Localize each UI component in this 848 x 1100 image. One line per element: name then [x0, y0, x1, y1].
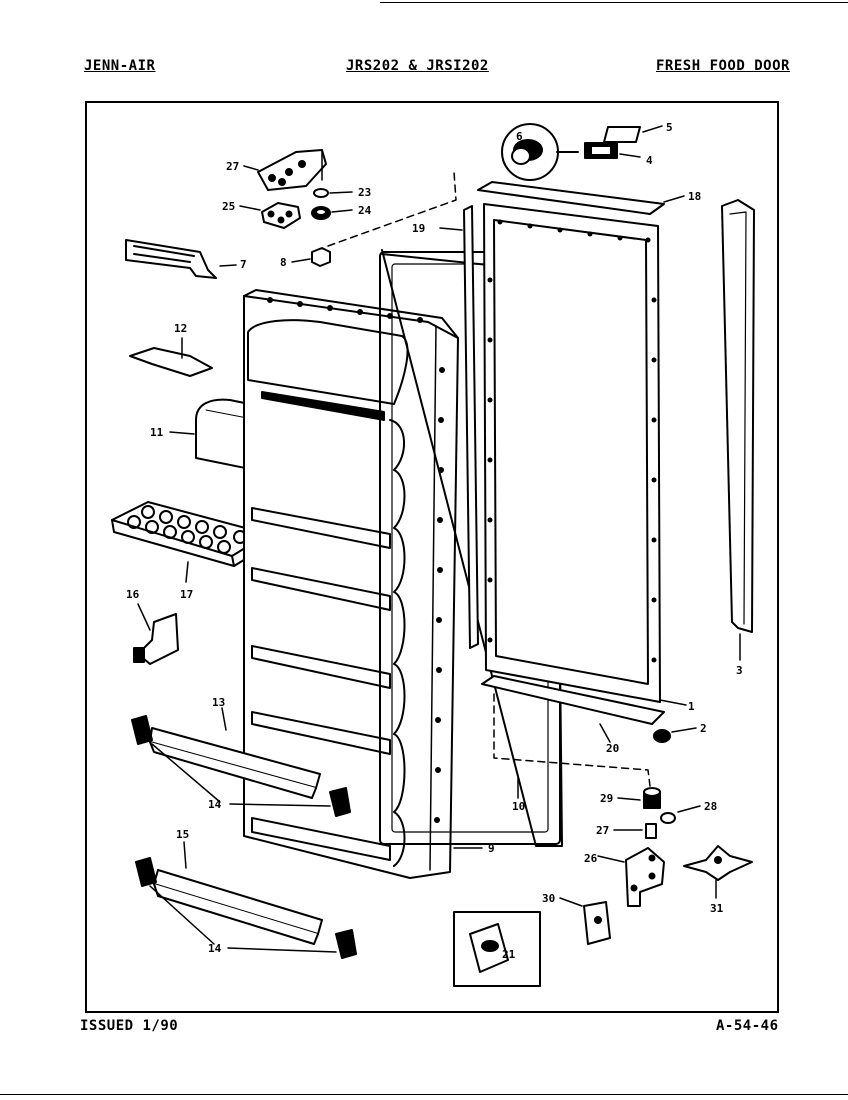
- part-number-label: 21: [502, 948, 516, 961]
- part-number-label: 18: [688, 190, 701, 203]
- model-numbers: JRS202 & JRSI202: [346, 58, 489, 74]
- part-number-label: 27: [226, 160, 239, 173]
- part-number-label: 23: [358, 186, 371, 199]
- part-outer-door-panel: [483, 203, 687, 706]
- part-number-label: 27: [596, 824, 609, 837]
- part-number-label: 2: [700, 722, 707, 735]
- part-number-label: 26: [584, 852, 598, 865]
- part-number-label: 20: [606, 742, 619, 755]
- part-number-label: 3: [736, 664, 743, 677]
- issue-date: ISSUED 1/90: [80, 1018, 179, 1034]
- part-number-label: 17: [180, 588, 193, 601]
- part-door-stop: [125, 239, 237, 279]
- part-light-assembly: [501, 123, 579, 181]
- part-number-label: 19: [412, 222, 425, 235]
- part-hinge-shim: [559, 897, 611, 945]
- part-clip: [129, 337, 213, 377]
- part-lower-door-shelf: [135, 841, 357, 959]
- part-number-label: 10: [512, 800, 525, 813]
- part-switch: [584, 142, 641, 159]
- part-plug: [653, 727, 697, 743]
- part-number-label: 8: [280, 256, 287, 269]
- hinge-pin-guide-line: [327, 171, 457, 247]
- part-number-label: 24: [358, 204, 372, 217]
- part-bottom-cap: [481, 675, 665, 743]
- part-nut: [311, 206, 353, 220]
- part-number-label: 13: [212, 696, 225, 709]
- part-number-label: 5: [666, 121, 673, 134]
- page-code: A-54-46: [716, 1018, 779, 1034]
- part-number-label: 14: [208, 798, 222, 811]
- part-top-cap: [477, 181, 685, 215]
- top-rule: [380, 2, 848, 3]
- part-number-label: 14: [208, 942, 222, 955]
- brand-label: JENN-AIR: [84, 58, 156, 74]
- part-door-strip: [439, 205, 479, 649]
- part-number-label: 30: [542, 892, 555, 905]
- part-top-hinge: [243, 149, 327, 191]
- part-hinge-plate: [239, 202, 301, 229]
- part-number-label: 15: [176, 828, 189, 841]
- part-number-label: 12: [174, 322, 187, 335]
- part-door-liner: [243, 289, 483, 879]
- part-number-label: 28: [704, 800, 717, 813]
- part-number-label: 29: [600, 792, 613, 805]
- part-bottom-bushing: [617, 787, 661, 809]
- part-upper-door-shelf: [131, 707, 351, 817]
- part-number-label: 7: [240, 258, 247, 271]
- part-number-label: 31: [710, 902, 724, 915]
- part-number-label: 4: [646, 154, 653, 167]
- part-number-label: 11: [150, 426, 164, 439]
- part-number-label: 6: [516, 130, 523, 143]
- part-bottom-washer: [660, 805, 701, 824]
- part-number-label: 16: [126, 588, 140, 601]
- part-hinge-bracket: [683, 845, 753, 899]
- part-label-plate: [603, 125, 663, 143]
- section-title: FRESH FOOD DOOR: [656, 58, 790, 74]
- part-door-handle: [721, 199, 755, 661]
- part-number-label: 1: [688, 700, 695, 713]
- bottom-rule: [0, 1094, 848, 1095]
- part-number-label: 9: [488, 842, 495, 855]
- part-bushing: [291, 247, 331, 267]
- part-bottom-hinge: [597, 847, 665, 907]
- part-number-label: 25: [222, 200, 235, 213]
- diagram-frame: [85, 101, 779, 1013]
- part-inset-box: [453, 911, 541, 987]
- part-hinge-pin: [613, 823, 657, 839]
- part-bottle-retainer: [133, 603, 179, 665]
- part-washer: [313, 188, 353, 198]
